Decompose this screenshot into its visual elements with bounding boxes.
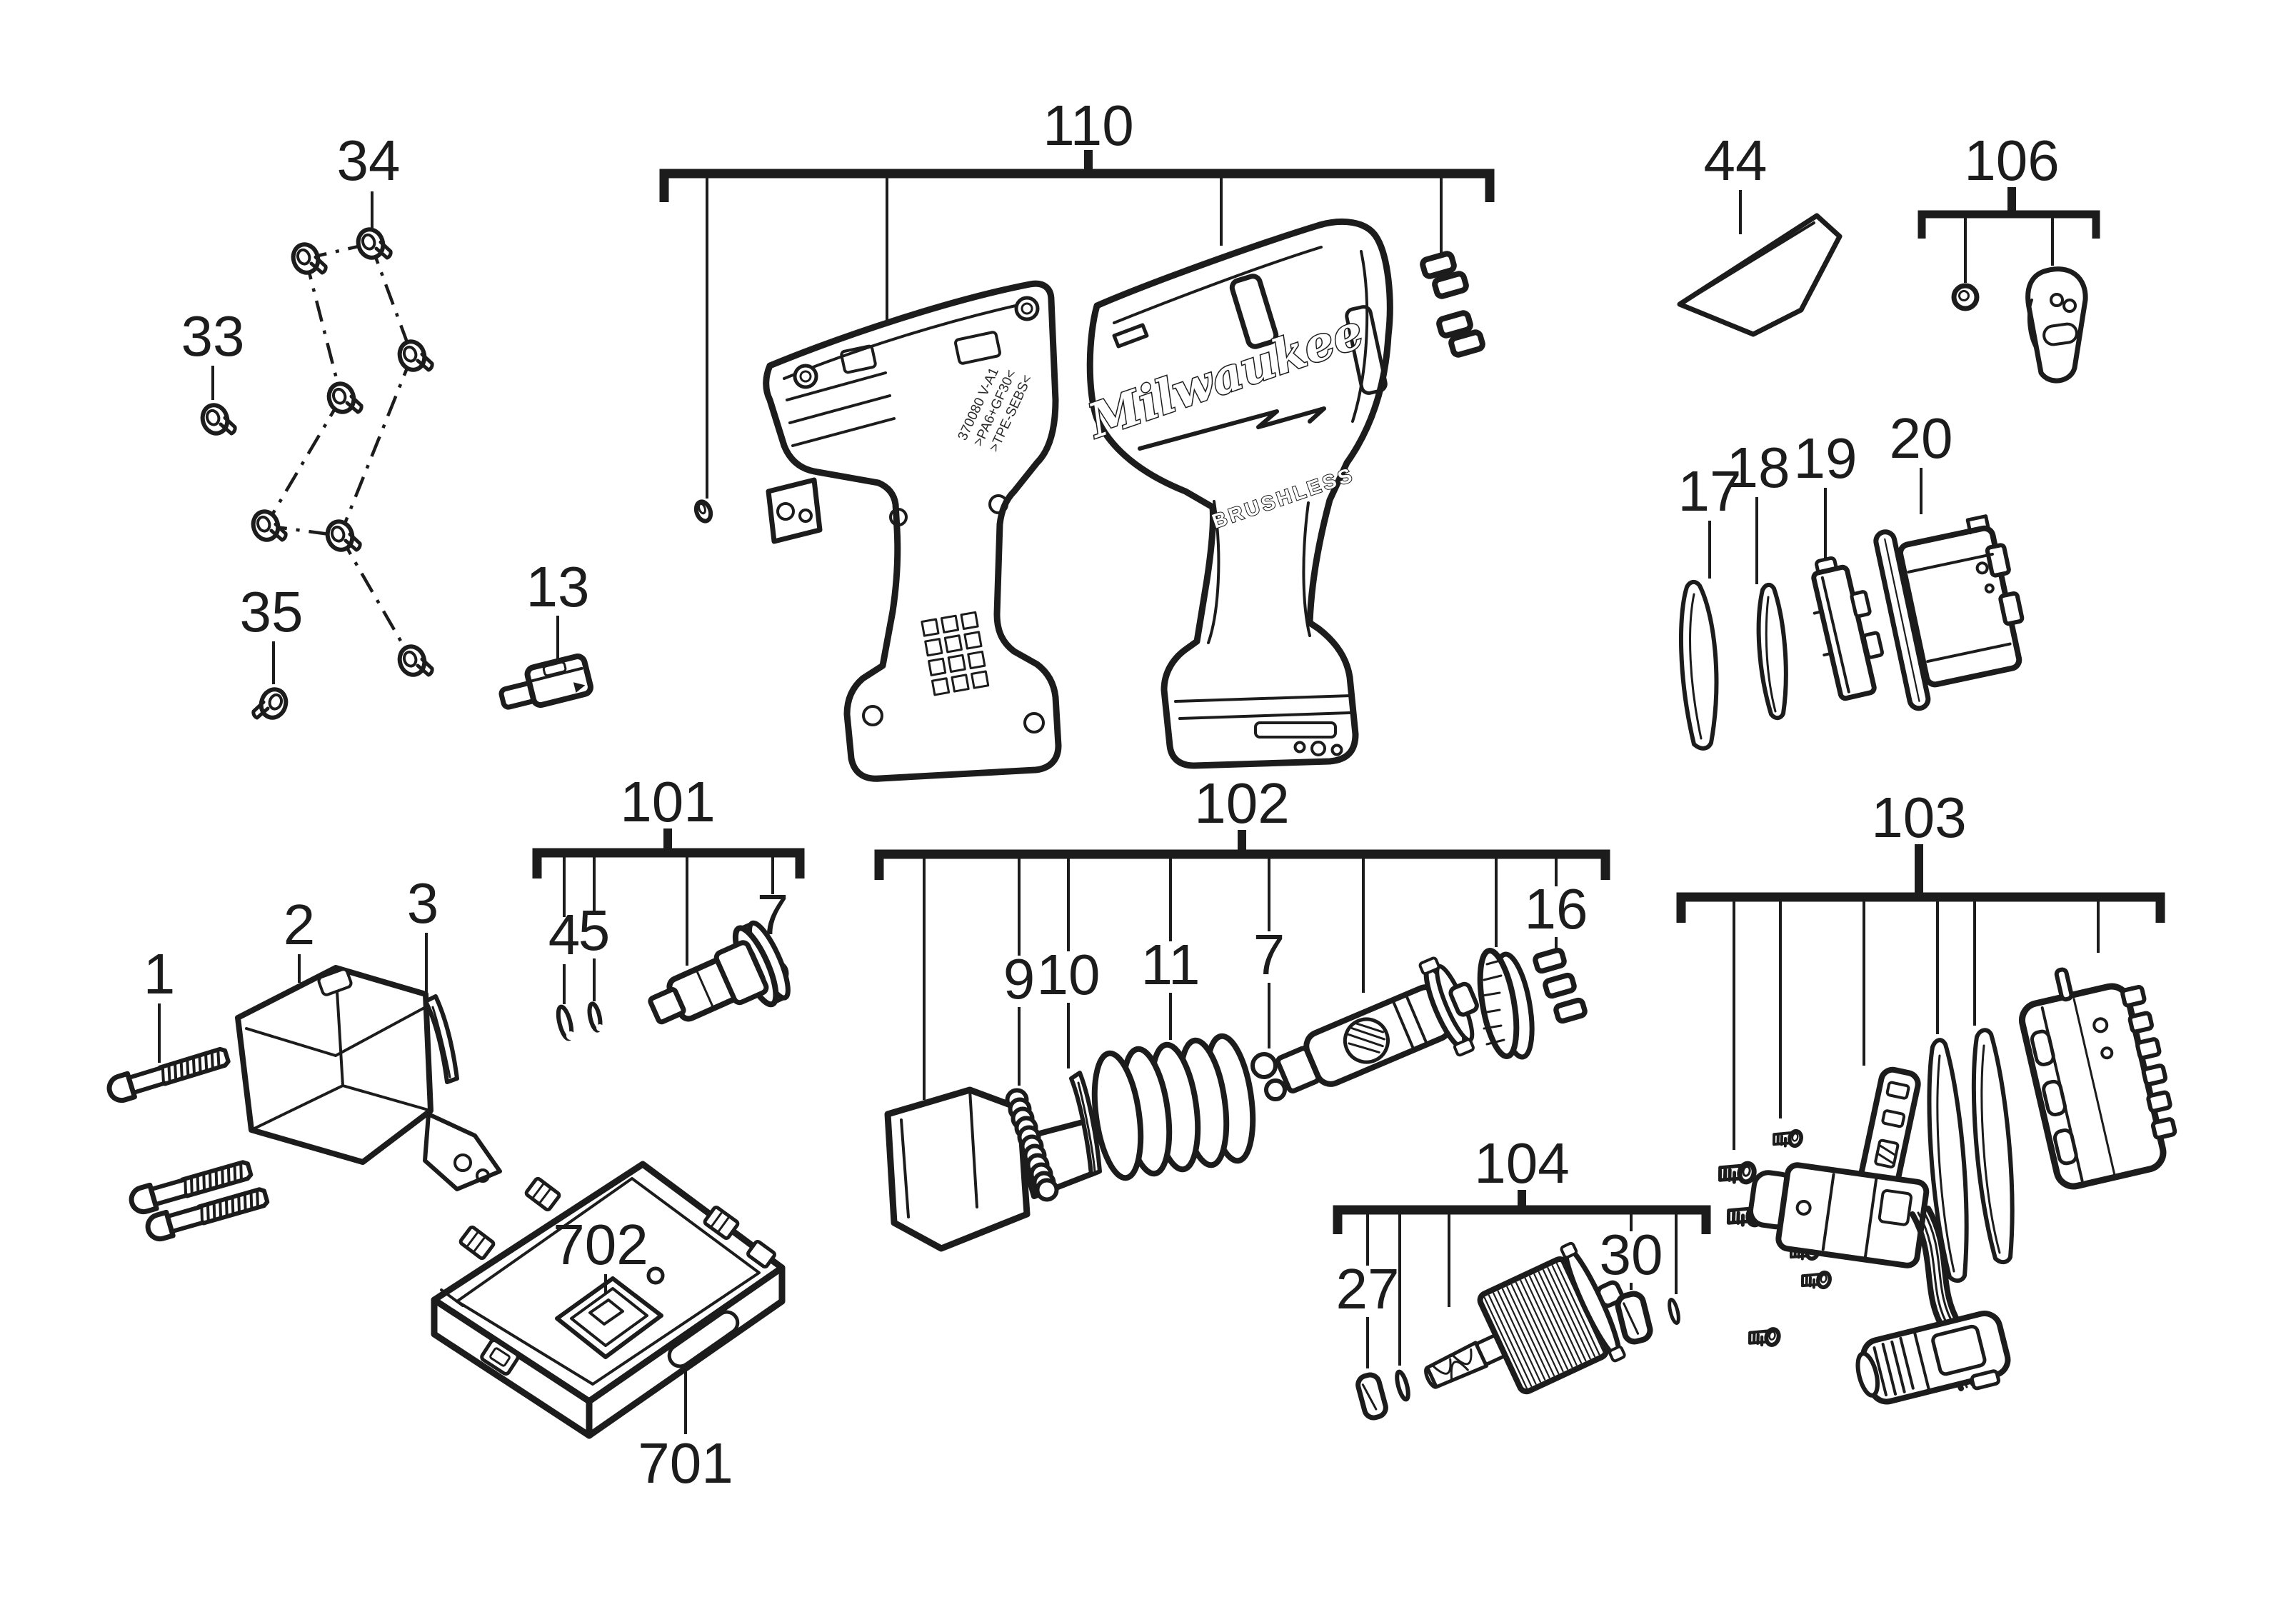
callout-34-label: 34 [337,129,401,192]
callout-18-label: 18 [1727,436,1790,499]
callout-104-label: 104 [1474,1131,1569,1195]
part-30-magnet [1615,1291,1653,1345]
case-latches [458,1176,776,1376]
part-104-pin-small [1395,1369,1410,1402]
part-702-tray: 702 [553,1213,648,1294]
part-27-pin [1355,1372,1388,1421]
callout-106-label: 106 [1964,129,2059,192]
part-104-rotor [1424,1241,1626,1395]
callout-5-label: 5 [578,898,611,962]
part-110-pin [693,499,713,524]
bracket-110 [659,169,1495,202]
part-10-washer [1069,1071,1102,1177]
part-701-callout: 701 [638,1367,733,1495]
droplines-106 [1964,214,2054,283]
group-110: 110 370080 V-A1 >PA6+GF30< >TPE-SEBS< [659,94,1495,782]
callout-11-label: 11 [1141,933,1200,996]
callout-30-label: 30 [1600,1223,1663,1286]
droplines-102 [923,854,1558,1100]
callout-4-label: 4 [548,903,581,966]
group-103: 103 [1676,786,2177,1405]
part-106-screw [1951,283,1980,311]
part-20-electronics-module: 20 [1873,406,2025,711]
part-103-switch-assembly [1748,1066,2011,1405]
part-3-strip: 3 [407,871,459,1084]
droplines-103 [1733,897,2100,1150]
part-102-cam-gear [1477,948,1535,1060]
part-7-orings-b [1250,1052,1287,1101]
part-104-pin-right [1668,1297,1680,1326]
part-5-clip [587,1001,603,1033]
callout-33-label: 33 [181,304,245,368]
droplines-104 [1366,1210,1678,1366]
callout-16-label: 16 [1525,877,1588,941]
part-106-belt-clip [2025,266,2088,384]
droplines-101 [563,853,774,966]
callout-1-label: 1 [144,942,176,1006]
logo-lightning-underline [1138,406,1326,451]
part-13-shuttle: 13 [498,555,593,710]
screw-pattern-34: 34 [250,129,432,678]
callout-19-label: 19 [1794,426,1858,490]
part-2-housing-cap: 2 [235,893,502,1191]
callout-7-label-b: 7 [1253,923,1285,986]
part-4-clip [556,1004,575,1041]
callout-17-label: 17 [1678,459,1742,523]
group-102: 102 9 10 11 7 16 [874,771,1610,1252]
callout-13-label: 13 [526,555,590,619]
callout-35-label: 35 [240,580,304,644]
part-103-blade-2 [1971,1028,2015,1264]
part-101-spindle [648,920,791,1025]
group-104: 104 27 30 [1333,1131,1711,1421]
subleaders-104 [1366,1283,1633,1368]
subleaders-102 [1018,937,1558,1086]
callout-103-label: 103 [1871,786,1966,849]
screw-alignment-dashdot [264,241,414,662]
screw-33: 33 [181,304,245,436]
part-110-housing-right: Milwaukee BRUSHLESS [1079,218,1393,769]
callout-3-label: 3 [407,871,439,935]
group-101: 101 4 5 7 [532,770,805,1041]
housing-rib-grid [921,611,990,696]
part-701-case [431,1161,786,1439]
callout-110-label: 110 [1043,94,1134,157]
callout-2-label: 2 [284,893,316,956]
droplines-110 [706,174,1443,499]
callout-9-label: 9 [1003,947,1036,1011]
part-110-housing-left: 370080 V-A1 >PA6+GF30< >TPE-SEBS< [763,280,1062,782]
part-102-cam-spindle [1275,956,1479,1093]
group-106: 106 [1917,129,2100,384]
part-103-blade-1 [1927,1038,1969,1283]
callout-702-label: 702 [553,1213,648,1276]
part-11-spring [1091,1033,1256,1181]
part-1-bolts: 1 [106,942,269,1242]
case-top-recess [555,1276,663,1359]
callout-701-label: 701 [638,1431,733,1495]
part-103-stator [2018,967,2177,1190]
callout-27-label: 27 [1336,1257,1400,1321]
part-44-label-sheet: 44 [1677,129,1843,337]
part-19-plate: 19 [1794,426,1884,701]
callout-10-label: 10 [1037,943,1101,1006]
callout-102-label: 102 [1194,771,1289,835]
callout-20-label: 20 [1890,406,1953,470]
screw-35: 35 [240,580,304,721]
part-13-body [498,654,593,710]
part-18-insulator-blade: 18 [1727,436,1790,721]
part-9-bearing-balls [1005,1088,1059,1202]
callout-44-label: 44 [1704,129,1768,192]
callout-101-label: 101 [620,770,715,833]
part-17-insulator-blade: 17 [1678,459,1742,751]
